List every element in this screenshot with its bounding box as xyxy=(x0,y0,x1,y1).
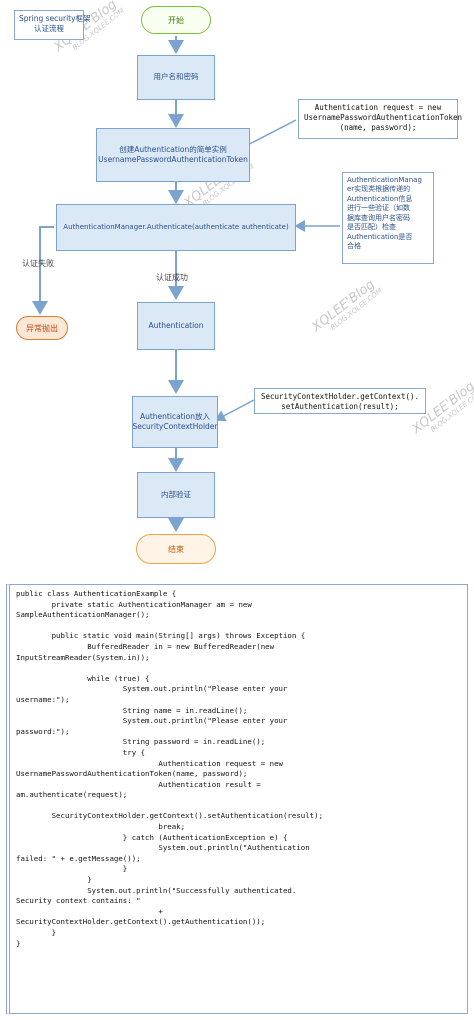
credentials-step: 用户名和密码 xyxy=(137,55,215,100)
code-line: String password = in.readLine(); xyxy=(16,737,266,747)
code-line: public static void main(String[] args) t… xyxy=(16,631,306,641)
code-line: private static AuthenticationManager am … xyxy=(16,599,252,609)
code-line: while (true) { xyxy=(16,673,150,683)
start-node: 开始 xyxy=(141,6,211,34)
code-line: System.out.println("Authentication xyxy=(16,843,310,853)
code-line: UsernamePasswordAuthenticationToken(name… xyxy=(16,769,248,779)
code-line: } xyxy=(16,938,21,948)
code-line: System.out.println("Please enter your xyxy=(16,684,288,694)
context-code-note: SecurityContextHolder.getContext(). setA… xyxy=(254,388,426,414)
code-line: Authentication result = xyxy=(16,779,261,789)
code-line: } xyxy=(16,875,92,885)
link-context-note xyxy=(214,399,255,422)
code-line: } catch (AuthenticationException e) { xyxy=(16,832,288,842)
code-line: SecurityContextHolder.getContext().setAu… xyxy=(16,811,324,821)
code-line: username:"); xyxy=(16,694,70,704)
code-line: InputStreamReader(System.in)); xyxy=(16,652,150,662)
error-node: 异常抛出 xyxy=(16,316,68,340)
authentication-step: Authentication xyxy=(137,302,215,350)
code-line: public class AuthenticationExample { xyxy=(16,589,177,598)
code-line: failed: " + e.getMessage()); xyxy=(16,853,141,863)
code-line: break; xyxy=(16,822,186,832)
code-line: Authentication request = new xyxy=(16,758,283,768)
token-code-note: Authentication request = new UsernamePas… xyxy=(298,99,462,139)
code-line: password:"); xyxy=(16,726,70,736)
code-line: try { xyxy=(16,747,146,757)
end-node: 结束 xyxy=(136,534,216,564)
flow-connectors xyxy=(32,36,340,532)
code-line: String name = in.readLine(); xyxy=(16,705,248,715)
code-line: } xyxy=(16,928,57,937)
code-line: System.out.println("Successfully authent… xyxy=(16,885,297,895)
code-line xyxy=(16,621,461,632)
arrow-fail-error xyxy=(32,226,54,315)
code-listing: public class AuthenticationExample { pri… xyxy=(6,584,468,1014)
success-label: 认证成功 xyxy=(156,273,188,282)
fail-label: 认证失败 xyxy=(22,259,54,268)
code-line: System.out.println("Please enter your xyxy=(16,716,288,726)
title-note: Spring security框架 认证流程 xyxy=(14,10,91,40)
code-line: am.authenticate(request); xyxy=(16,790,128,800)
code-line xyxy=(16,801,461,812)
code-line: BufferedReader in = new BufferedReader(n… xyxy=(16,641,275,651)
code-line: SecurityContextHolder.getContext().getAu… xyxy=(16,917,266,927)
code-line: SampleAuthenticationManager(); xyxy=(16,610,150,620)
code-line: } xyxy=(16,864,128,874)
internal-check-step: 内部验证 xyxy=(137,472,215,518)
authenticate-step: AuthenticationManager.Authenticate(authe… xyxy=(56,204,296,251)
code-line: + xyxy=(16,906,163,916)
store-context-step: Authentication放入 SecurityContextHolder xyxy=(132,396,218,448)
code-line xyxy=(16,663,461,674)
manager-note: AuthenticationManag er实现类根据传递的 Authentic… xyxy=(342,172,434,264)
create-token-step: 创建Authentication的简单实例 UsernamePasswordAu… xyxy=(96,128,250,182)
code-line: Security context contains: " xyxy=(16,896,141,906)
